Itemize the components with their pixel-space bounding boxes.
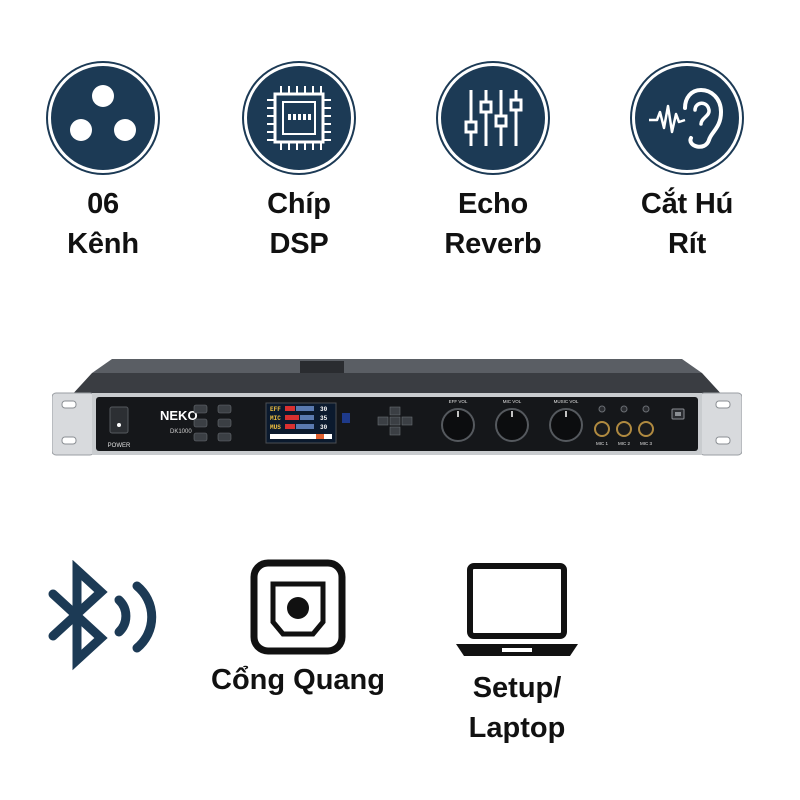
mic-jack-label: MIC 3 [640,441,652,446]
dsp-chip-icon [247,66,351,170]
optical-port-icon [250,559,346,655]
feature-label: Chíp DSP [267,188,331,260]
optical-port-feature: Cổng Quang [200,558,396,700]
mic-jack-label: MIC 1 [596,441,608,446]
feature-channels: 06 Kênh [28,66,178,264]
knob-label: MUSIC VOL [554,399,579,404]
optical-port-label: Cổng Quang [211,664,385,696]
xlr-connector-icon [51,66,155,170]
equalizer-sliders-icon [441,66,545,170]
display-value: 30 [320,424,328,431]
display-value: 30 [320,406,328,413]
feature-label: 06 Kênh [67,188,139,260]
feature-feedback: Cắt Hú Rít [612,66,762,264]
feature-label: Echo Reverb [444,188,542,260]
bluetooth-icon [48,559,156,671]
feature-echo: Echo Reverb [418,66,568,264]
karaoke-processor-image: POWER NEKO DK1000 EFF MIC MUS 30 35 30 [51,345,743,470]
model-label: DK1000 [170,429,192,435]
laptop-icon [456,563,578,656]
display-value: 35 [320,415,328,422]
knob-label: EFF VOL [449,399,468,404]
display-label: MIC [270,415,281,422]
power-label: POWER [108,443,131,449]
feature-label: Cắt Hú Rít [640,188,734,260]
display-label: MUS [270,424,281,431]
ear-soundwave-icon [635,66,739,170]
knob-label: MIC VOL [503,399,522,404]
display-label: EFF [270,406,281,413]
feature-dsp: Chíp DSP [224,66,374,264]
brand-logo: NEKO [160,408,198,423]
laptop-feature: Setup/ Laptop [442,560,592,748]
mic-jack-label: MIC 2 [618,441,630,446]
bluetooth-feature [40,559,170,680]
laptop-label: Setup/ Laptop [468,672,566,744]
